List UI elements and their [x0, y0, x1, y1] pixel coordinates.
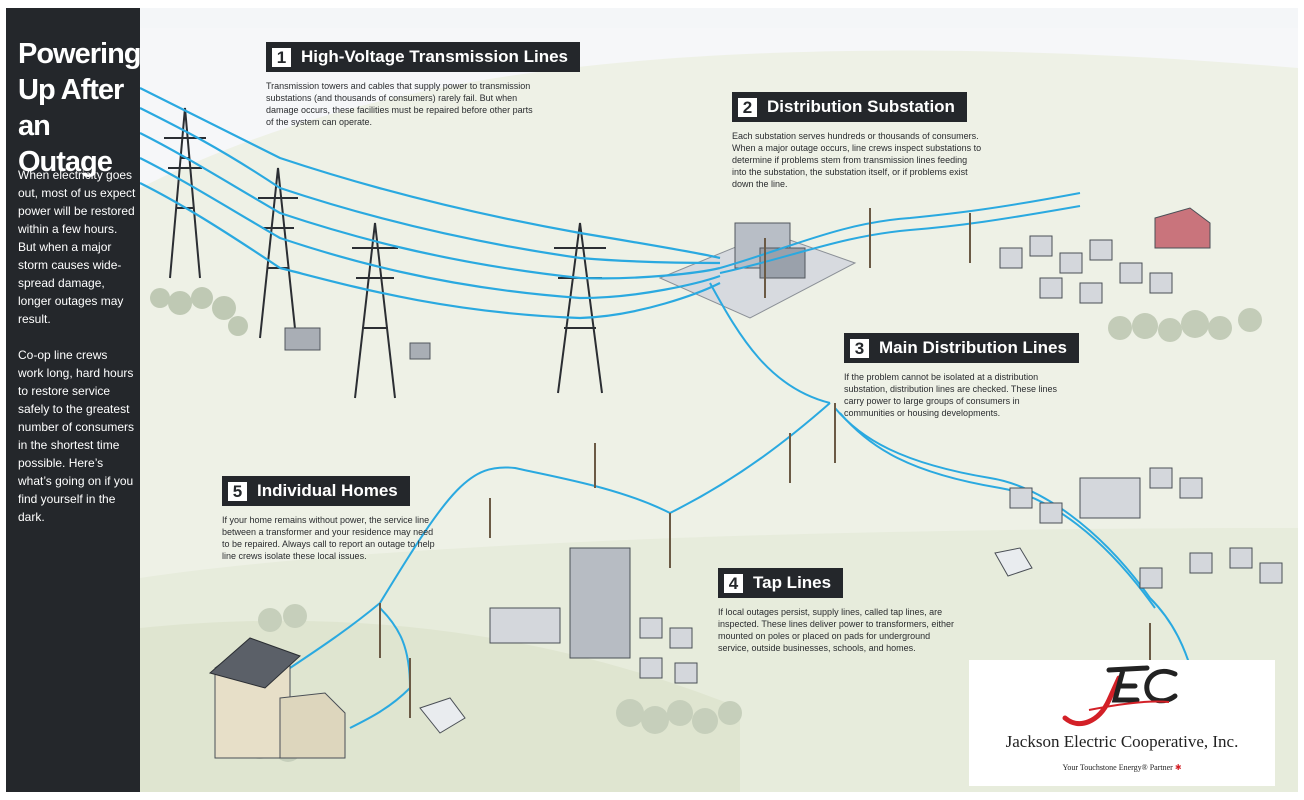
crews-paragraph: Co-op line crews work long, hard hours t… — [18, 348, 135, 524]
section-tap-lines: 4 Tap Lines If local outages persist, su… — [718, 568, 1018, 654]
landscape-illustration — [140, 28, 1298, 792]
intro-paragraph: When electricity goes out, most of us ex… — [18, 168, 136, 326]
house-roof — [208, 637, 301, 689]
section-title: Main Distribution Lines — [879, 338, 1067, 357]
section-body: If your home remains without power, the … — [222, 515, 435, 561]
touchstone-tagline: Your Touchstone Energy® Partner ✱ — [1062, 763, 1182, 772]
section-header: 1 High-Voltage Transmission Lines — [266, 42, 581, 72]
section-header: 3 Main Distribution Lines — [844, 333, 1079, 363]
section-body: If local outages persist, supply lines, … — [718, 607, 954, 653]
touchstone-figures-icon: ✱ — [1174, 763, 1182, 772]
page-title: Powering Up After an Outage — [18, 38, 142, 178]
transmission-wires — [140, 87, 721, 320]
red-barn — [1154, 207, 1211, 249]
cooperative-name: Jackson Electric Cooperative, Inc. — [1005, 732, 1239, 751]
illustration-scene: 1 High-Voltage Transmission Lines Transm… — [140, 8, 1298, 792]
section-individual-homes: 5 Individual Homes If your home remains … — [222, 476, 522, 562]
section-header: 4 Tap Lines — [718, 568, 844, 598]
section-number: 3 — [850, 338, 869, 358]
tree-cluster-left — [150, 287, 248, 336]
jec-logo: Jackson Electric Cooperative, Inc. Your … — [969, 660, 1275, 786]
section-title: Individual Homes — [257, 481, 398, 500]
sidebar: Powering Up After an Outage When electri… — [6, 8, 142, 792]
bucket-truck — [419, 697, 466, 734]
section-number: 4 — [724, 573, 743, 593]
office-tower — [569, 547, 631, 659]
section-number: 1 — [272, 47, 291, 67]
section-body: Each substation serves hundreds or thous… — [732, 131, 982, 189]
section-body: If the problem cannot be isolated at a d… — [844, 372, 1057, 418]
section-distribution-substation: 2 Distribution Substation Each substatio… — [732, 92, 1032, 190]
section-title: High-Voltage Transmission Lines — [301, 47, 569, 66]
jec-logo-mark — [1062, 665, 1178, 727]
section-title: Tap Lines — [753, 573, 832, 592]
section-number: 5 — [228, 481, 247, 501]
section-header: 5 Individual Homes — [222, 476, 410, 506]
section-number: 2 — [738, 97, 757, 117]
section-header: 2 Distribution Substation — [732, 92, 967, 122]
buildings — [208, 207, 1283, 759]
section-transmission-lines: 1 High-Voltage Transmission Lines Transm… — [266, 42, 606, 128]
tree-cluster-right — [1108, 308, 1262, 342]
section-body: Transmission towers and cables that supp… — [266, 81, 533, 127]
section-title: Distribution Substation — [767, 97, 955, 116]
section-main-distribution-lines: 3 Main Distribution Lines If the problem… — [844, 333, 1144, 419]
